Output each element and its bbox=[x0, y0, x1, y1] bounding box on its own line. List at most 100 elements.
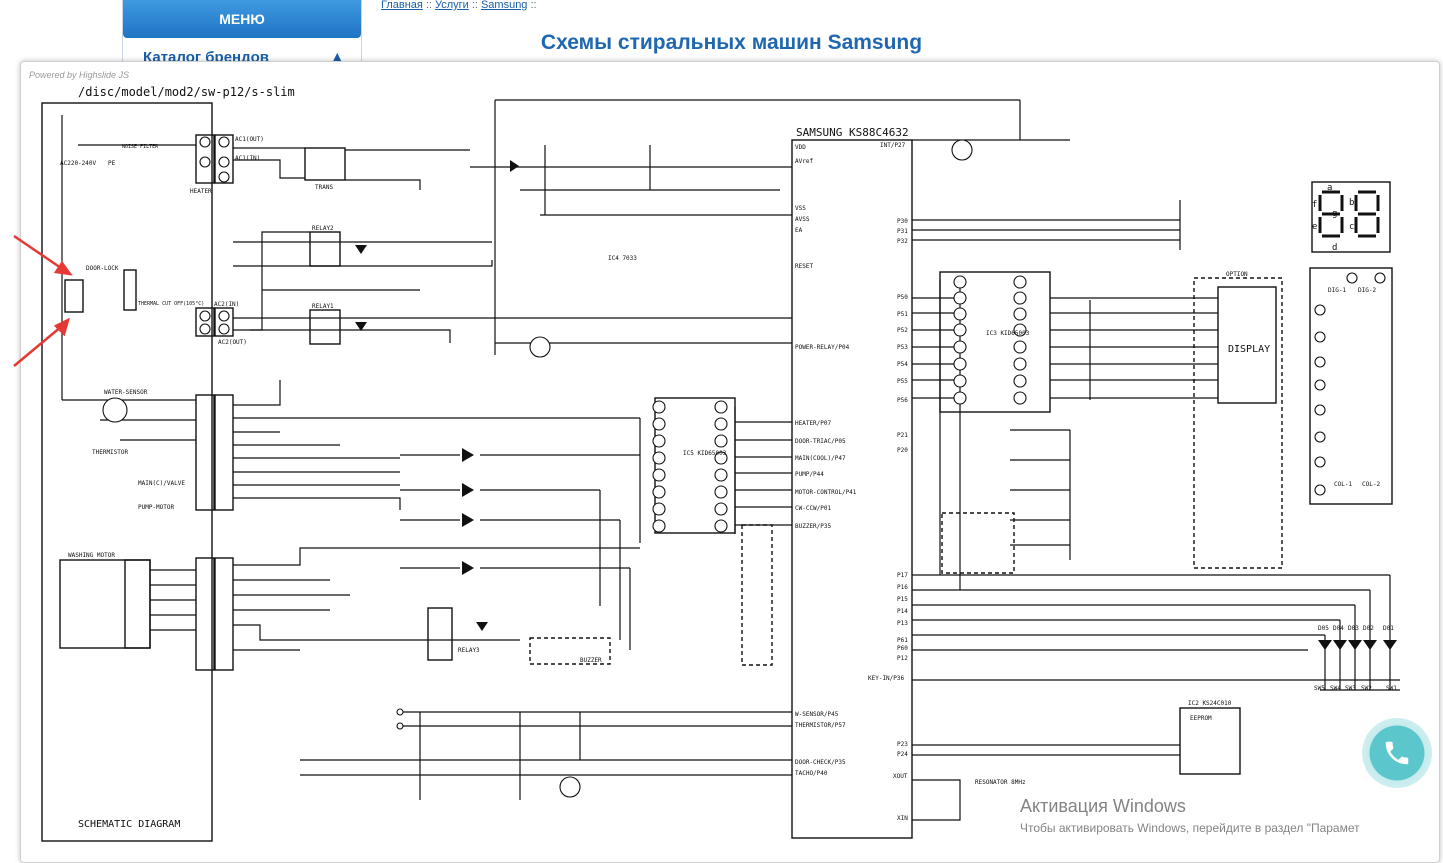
pin-label: P24 bbox=[897, 751, 908, 758]
phone-icon bbox=[1385, 741, 1409, 765]
pin-label: AVref bbox=[795, 158, 813, 165]
schematic-path: /disc/model/mod2/sw-p12/s-slim bbox=[78, 85, 295, 99]
switch-label: SW1 bbox=[1386, 685, 1397, 692]
heater-label: HEATER bbox=[190, 188, 212, 195]
pin-label: P53 bbox=[897, 344, 908, 351]
pin-label: CW-CCW/P01 bbox=[795, 505, 832, 512]
pin-label: P51 bbox=[897, 311, 908, 318]
segment-e-label: e bbox=[1312, 222, 1317, 232]
dig1-label: DIG-1 bbox=[1328, 287, 1346, 294]
ac-label: AC220-240V bbox=[60, 160, 97, 167]
noise-filter-label: NOISE FILTER bbox=[122, 144, 159, 150]
breadcrumb-home-link[interactable]: Главная bbox=[381, 0, 423, 11]
option-label: OPTION bbox=[1226, 271, 1248, 278]
breadcrumb: Главная::Услуги::Samsung:: bbox=[381, 0, 540, 11]
pump-motor-label: PUMP-MOTOR bbox=[138, 504, 175, 511]
buzzer-label: BUZZER bbox=[580, 657, 602, 664]
pin-label: P12 bbox=[897, 655, 908, 662]
switch-label: SW4 bbox=[1330, 685, 1341, 692]
pin-label: P15 bbox=[897, 596, 908, 603]
pin-label: W-SENSOR/P45 bbox=[795, 711, 839, 718]
washing-motor-label: WASHING MOTOR bbox=[68, 552, 115, 559]
mcu-label: SAMSUNG KS88C4632 bbox=[796, 126, 909, 139]
ic4-label: IC4 7033 bbox=[608, 255, 637, 262]
schematic-title: SCHEMATIC DIAGRAM bbox=[78, 819, 180, 830]
ic2-label: IC2 KS24C010 bbox=[1188, 700, 1232, 707]
breadcrumb-separator: :: bbox=[425, 0, 432, 11]
pin-label: P17 bbox=[897, 572, 908, 579]
windows-activation-text[interactable]: Чтобы активировать Windows, перейдите в … bbox=[1020, 821, 1360, 835]
pin-label: RESET bbox=[795, 263, 813, 270]
pin-label: P54 bbox=[897, 361, 908, 368]
image-popup[interactable] bbox=[20, 61, 1440, 863]
ac2-out-label: AC2(OUT) bbox=[218, 339, 247, 346]
pin-label: P52 bbox=[897, 327, 908, 334]
diode-label: D03 bbox=[1348, 625, 1359, 632]
main-valve-label: MAIN(C)/VALVE bbox=[138, 480, 185, 487]
menu-header[interactable]: МЕНЮ bbox=[123, 0, 361, 38]
segment-c-label: c bbox=[1349, 222, 1354, 232]
page-title: Схемы стиральных машин Samsung bbox=[540, 31, 923, 54]
pe-label: PE bbox=[108, 160, 116, 167]
relay1-label: RELAY1 bbox=[312, 303, 334, 310]
pin-label: P23 bbox=[897, 741, 908, 748]
trans-label: TRANS bbox=[315, 184, 333, 191]
segment-a-label: a bbox=[1327, 183, 1332, 193]
pin-label: P61 bbox=[897, 637, 908, 644]
display-label: DISPLAY bbox=[1228, 344, 1270, 355]
pin-label: EA bbox=[795, 227, 803, 234]
pin-label: DOOR-TRIAC/P05 bbox=[795, 438, 846, 445]
pin-label: P20 bbox=[897, 447, 908, 454]
col1-label: COL-1 bbox=[1334, 481, 1352, 488]
door-lock-label: DOOR-LOCK bbox=[86, 265, 119, 272]
pin-label: P30 bbox=[897, 218, 908, 225]
diode-label: D02 bbox=[1363, 625, 1374, 632]
ac1-out-label: AC1(OUT) bbox=[235, 136, 264, 143]
pin-label: AVSS bbox=[795, 216, 810, 223]
segment-d-label: d bbox=[1332, 243, 1337, 253]
segment-g-label: g bbox=[1332, 209, 1337, 219]
ac1-in-label: AC1(IN) bbox=[235, 155, 260, 162]
pin-label: VSS bbox=[795, 205, 806, 212]
diode-label: D04 bbox=[1333, 625, 1344, 632]
windows-activation-title: Активация Windows bbox=[1020, 796, 1186, 816]
water-sensor-label: WATER-SENSOR bbox=[104, 389, 148, 396]
pin-label: P60 bbox=[897, 645, 908, 652]
switch-label: SW2 bbox=[1361, 685, 1372, 692]
breadcrumb-separator: :: bbox=[530, 0, 537, 11]
pin-label: KEY-IN/P36 bbox=[868, 675, 905, 682]
expand-arrow-icon[interactable]: ▲ bbox=[333, 50, 342, 63]
powered-by-text[interactable]: Powered by Highslide JS bbox=[29, 70, 130, 80]
ac2-in-label: AC2(IN) bbox=[214, 301, 239, 308]
call-button[interactable] bbox=[1362, 718, 1432, 788]
breadcrumb-samsung-link[interactable]: Samsung bbox=[480, 0, 528, 11]
pin-label: P50 bbox=[897, 294, 908, 301]
pin-label: INT/P27 bbox=[880, 142, 906, 149]
pin-label: BUZZER/P35 bbox=[795, 523, 832, 530]
pin-label: P32 bbox=[897, 238, 908, 245]
pin-label: P13 bbox=[897, 620, 908, 627]
pin-label: P16 bbox=[897, 584, 908, 591]
dig2-label: DIG-2 bbox=[1358, 287, 1376, 294]
relay3-label: RELAY3 bbox=[458, 647, 480, 654]
pin-label: XOUT bbox=[893, 773, 908, 780]
pin-label: MOTOR-CONTROL/P41 bbox=[795, 489, 857, 496]
breadcrumb-services-link[interactable]: Услуги bbox=[435, 0, 469, 11]
pin-label: P31 bbox=[897, 228, 908, 235]
switch-label: SW5 bbox=[1314, 685, 1325, 692]
pin-label: POWER-RELAY/P04 bbox=[795, 344, 850, 351]
segment-b-label: b bbox=[1349, 198, 1354, 208]
breadcrumb-separator: :: bbox=[471, 0, 478, 11]
resonator-label: RESONATOR 8MHz bbox=[975, 779, 1026, 786]
pin-label: DOOR-CHECK/P35 bbox=[795, 759, 846, 766]
pin-label: MAIN(COOL)/P47 bbox=[795, 455, 846, 462]
ic3-label: IC3 KID65003 bbox=[986, 330, 1030, 337]
pin-label: P14 bbox=[897, 608, 908, 615]
segment-f-label: f bbox=[1312, 200, 1317, 210]
pin-label: VDD bbox=[795, 144, 806, 151]
pin-label: PUMP/P44 bbox=[795, 471, 824, 478]
pin-label: P55 bbox=[897, 378, 908, 385]
thermal-label: THERMAL CUT OFF(105°C) bbox=[138, 301, 204, 307]
col2-label: COL-2 bbox=[1362, 481, 1380, 488]
